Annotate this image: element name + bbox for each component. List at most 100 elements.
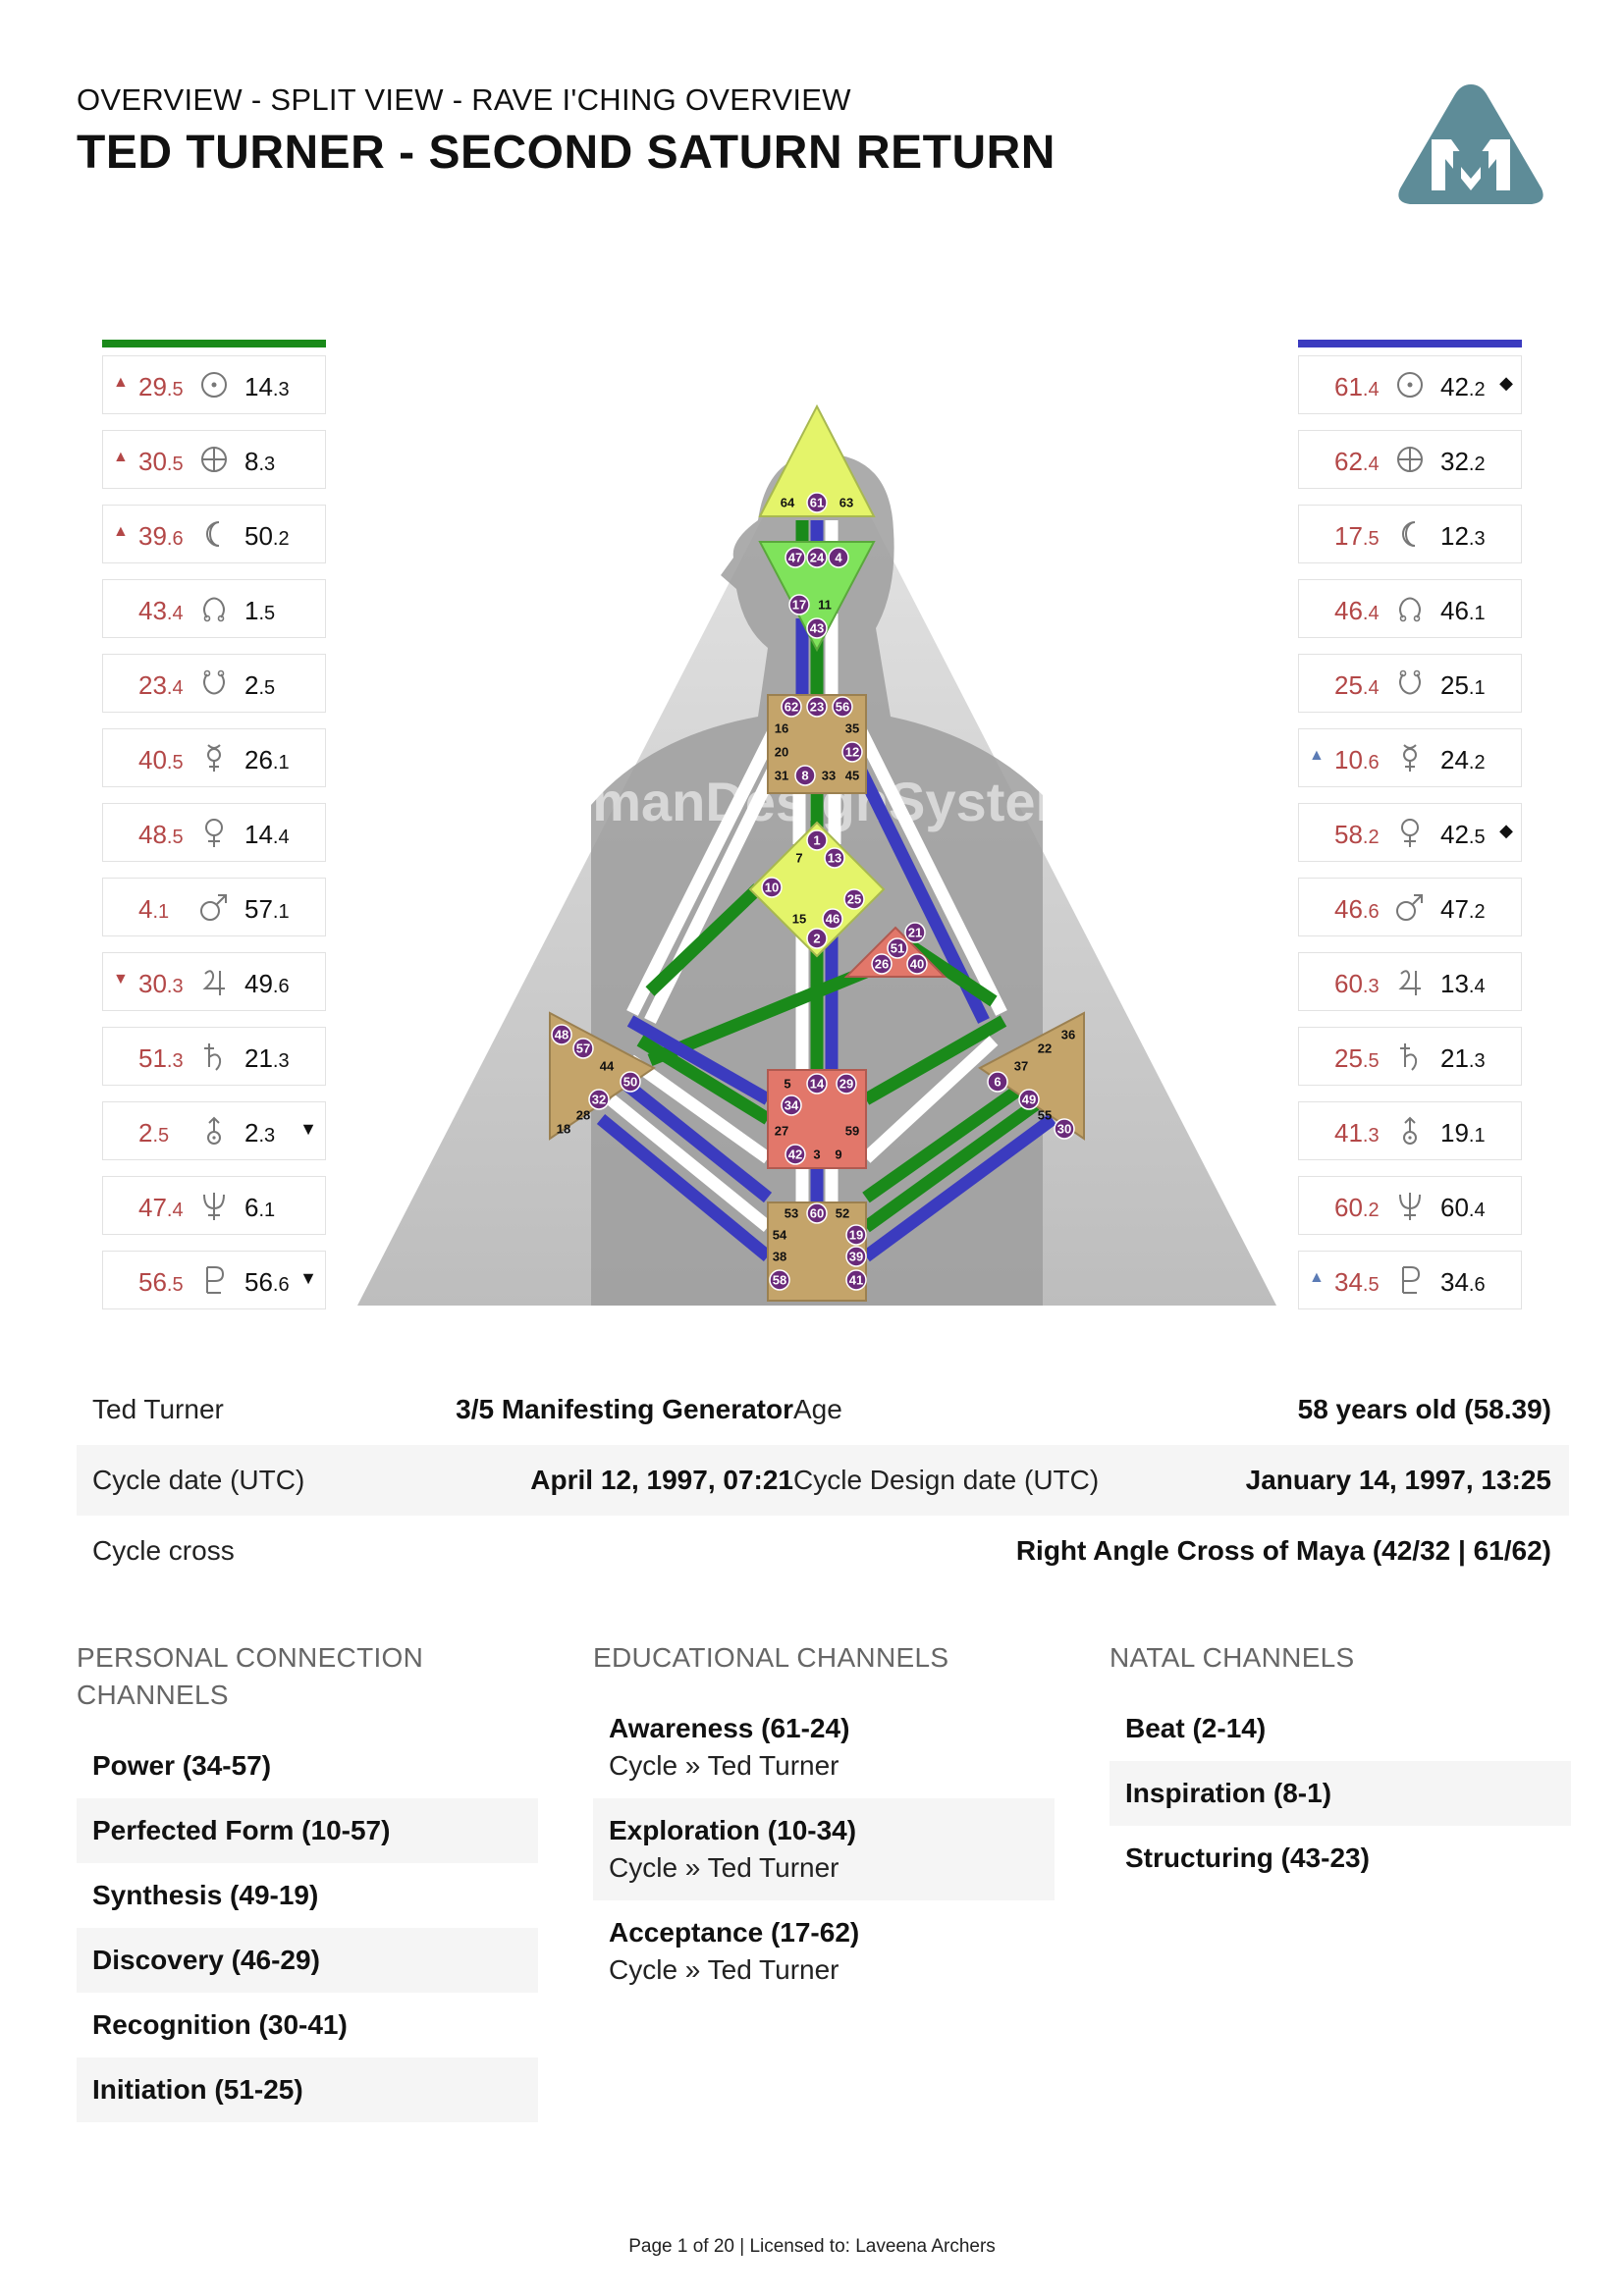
natal-channels-heading: NATAL CHANNELS bbox=[1110, 1642, 1355, 1673]
gate-ajna: 4 bbox=[828, 547, 849, 568]
line-number: .3 bbox=[166, 1050, 184, 1072]
gate-number: 2 bbox=[813, 932, 820, 946]
gate-number: 24 bbox=[1440, 745, 1469, 774]
line-number: .5 bbox=[152, 1125, 170, 1147]
channel-source: Cycle » Ted Turner bbox=[609, 1750, 839, 1781]
gate-number: 16 bbox=[775, 721, 788, 736]
cycle-gate-line-value: 46.1 bbox=[1440, 596, 1486, 626]
gate-g: 13 bbox=[824, 847, 845, 869]
gate-number: 59 bbox=[845, 1124, 859, 1139]
mars-icon bbox=[1396, 894, 1423, 921]
gate-number: 34 bbox=[1440, 1267, 1469, 1297]
gate-number: 53 bbox=[785, 1206, 798, 1221]
gate-active-dot bbox=[841, 741, 863, 763]
gate-number: 54 bbox=[773, 1228, 787, 1243]
gate-number: 48 bbox=[138, 820, 167, 849]
line-number: .3 bbox=[1362, 1125, 1380, 1147]
gate-root: 41 bbox=[845, 1269, 867, 1291]
gate-ajna: 47 bbox=[785, 547, 806, 568]
gate-line-value: 56.5 bbox=[138, 1267, 184, 1298]
channel-name: Recognition (30-41) bbox=[92, 2009, 348, 2040]
gate-active-dot bbox=[785, 1144, 806, 1165]
gate-number: 21 bbox=[908, 926, 922, 940]
gate-number: 3 bbox=[813, 1148, 820, 1162]
gate-active-dot bbox=[769, 1269, 790, 1291]
gate-number: 47 bbox=[788, 551, 802, 565]
gate-number: 38 bbox=[773, 1250, 786, 1264]
gate-number: 4 bbox=[835, 551, 842, 565]
info-row-dates: Cycle date (UTC) April 12, 1997, 07:21 C… bbox=[77, 1445, 1569, 1516]
gate-number: 17 bbox=[792, 598, 806, 613]
gate-active-dot bbox=[904, 922, 926, 943]
gate-throat: 16 bbox=[775, 721, 788, 736]
gate-number: 52 bbox=[836, 1206, 849, 1221]
line-number: .1 bbox=[1468, 1125, 1486, 1147]
gate-ajna: 43 bbox=[806, 617, 828, 639]
gate-number: 49 bbox=[244, 969, 273, 998]
gate-solar: 49 bbox=[1018, 1089, 1040, 1110]
gate-number: 13 bbox=[828, 851, 841, 866]
pluto-icon bbox=[1402, 1266, 1421, 1294]
gate-throat: 33 bbox=[822, 769, 836, 783]
gate-root: 19 bbox=[845, 1224, 867, 1246]
mars-icon bbox=[200, 894, 227, 921]
personality-color-bar bbox=[1298, 340, 1522, 347]
gate-number: 40 bbox=[910, 957, 924, 972]
fixing-mark: ▼ bbox=[299, 1119, 317, 1139]
gate-line-value: 61.4 bbox=[1334, 372, 1380, 402]
channel-item: Acceptance (17-62)Cycle » Ted Turner bbox=[593, 1900, 1055, 2002]
gate-g: 10 bbox=[761, 877, 783, 898]
line-number: .3 bbox=[1468, 528, 1486, 550]
gate-solar: 55 bbox=[1038, 1108, 1052, 1123]
gate-number: 58 bbox=[1334, 820, 1363, 849]
gate-throat: 8 bbox=[794, 765, 816, 786]
line-number: .2 bbox=[272, 528, 290, 550]
gate-active-dot bbox=[871, 953, 893, 975]
gate-number: 51 bbox=[891, 941, 904, 956]
gate-number: 50 bbox=[244, 521, 273, 551]
channel-item: Awareness (61-24)Cycle » Ted Turner bbox=[593, 1696, 1055, 1798]
gate-number: 21 bbox=[244, 1043, 273, 1073]
gate-head: 63 bbox=[839, 496, 853, 510]
gate-g: 46 bbox=[822, 908, 843, 930]
line-number: .4 bbox=[166, 603, 184, 624]
line-number: .5 bbox=[166, 752, 184, 774]
gate-line-value: 51.3 bbox=[138, 1043, 184, 1074]
channel-item: Discovery (46-29) bbox=[77, 1928, 538, 1993]
cycle-gate-line-value: 21.3 bbox=[244, 1043, 290, 1074]
gate-number: 26 bbox=[244, 745, 273, 774]
line-number: .1 bbox=[152, 901, 170, 923]
neptune-icon bbox=[203, 1193, 225, 1220]
gate-solar: 22 bbox=[1038, 1041, 1052, 1056]
gate-number: 12 bbox=[845, 745, 859, 760]
gate-line-value: 10.6 bbox=[1334, 745, 1380, 775]
gate-number: 26 bbox=[875, 957, 889, 972]
channel-item: Initiation (51-25) bbox=[77, 2057, 538, 2122]
line-number: .3 bbox=[258, 1125, 276, 1147]
cycle-gate-line-value: 19.1 bbox=[1440, 1118, 1486, 1148]
gate-active-dot bbox=[806, 928, 828, 949]
channel-name: Perfected Form (10-57) bbox=[92, 1815, 391, 1845]
gate-line-value: 4.1 bbox=[138, 894, 169, 925]
cycle-design-value: January 14, 1997, 13:25 bbox=[1245, 1465, 1551, 1495]
line-number: .5 bbox=[166, 1274, 184, 1296]
gate-number: 48 bbox=[555, 1028, 568, 1042]
channel-item: Exploration (10-34)Cycle » Ted Turner bbox=[593, 1798, 1055, 1900]
gate-throat: 45 bbox=[845, 769, 859, 783]
cycle-gate-line-value: 57.1 bbox=[244, 894, 290, 925]
page-subtitle: OVERVIEW - SPLIT VIEW - RAVE I'CHING OVE… bbox=[77, 82, 851, 117]
gate-active-dot bbox=[794, 765, 816, 786]
line-number: .2 bbox=[1362, 1200, 1380, 1221]
sun-icon bbox=[201, 372, 227, 398]
gate-number: 39 bbox=[138, 521, 167, 551]
gate-number: 9 bbox=[835, 1148, 841, 1162]
gate-number: 47 bbox=[138, 1193, 167, 1222]
gate-line-value: 62.4 bbox=[1334, 447, 1380, 477]
line-number: .5 bbox=[166, 827, 184, 848]
gate-number: 43 bbox=[138, 596, 167, 625]
ajna-center bbox=[758, 541, 876, 653]
gate-number: 25 bbox=[847, 892, 861, 907]
cycle-gate-line-value: 8.3 bbox=[244, 447, 275, 477]
